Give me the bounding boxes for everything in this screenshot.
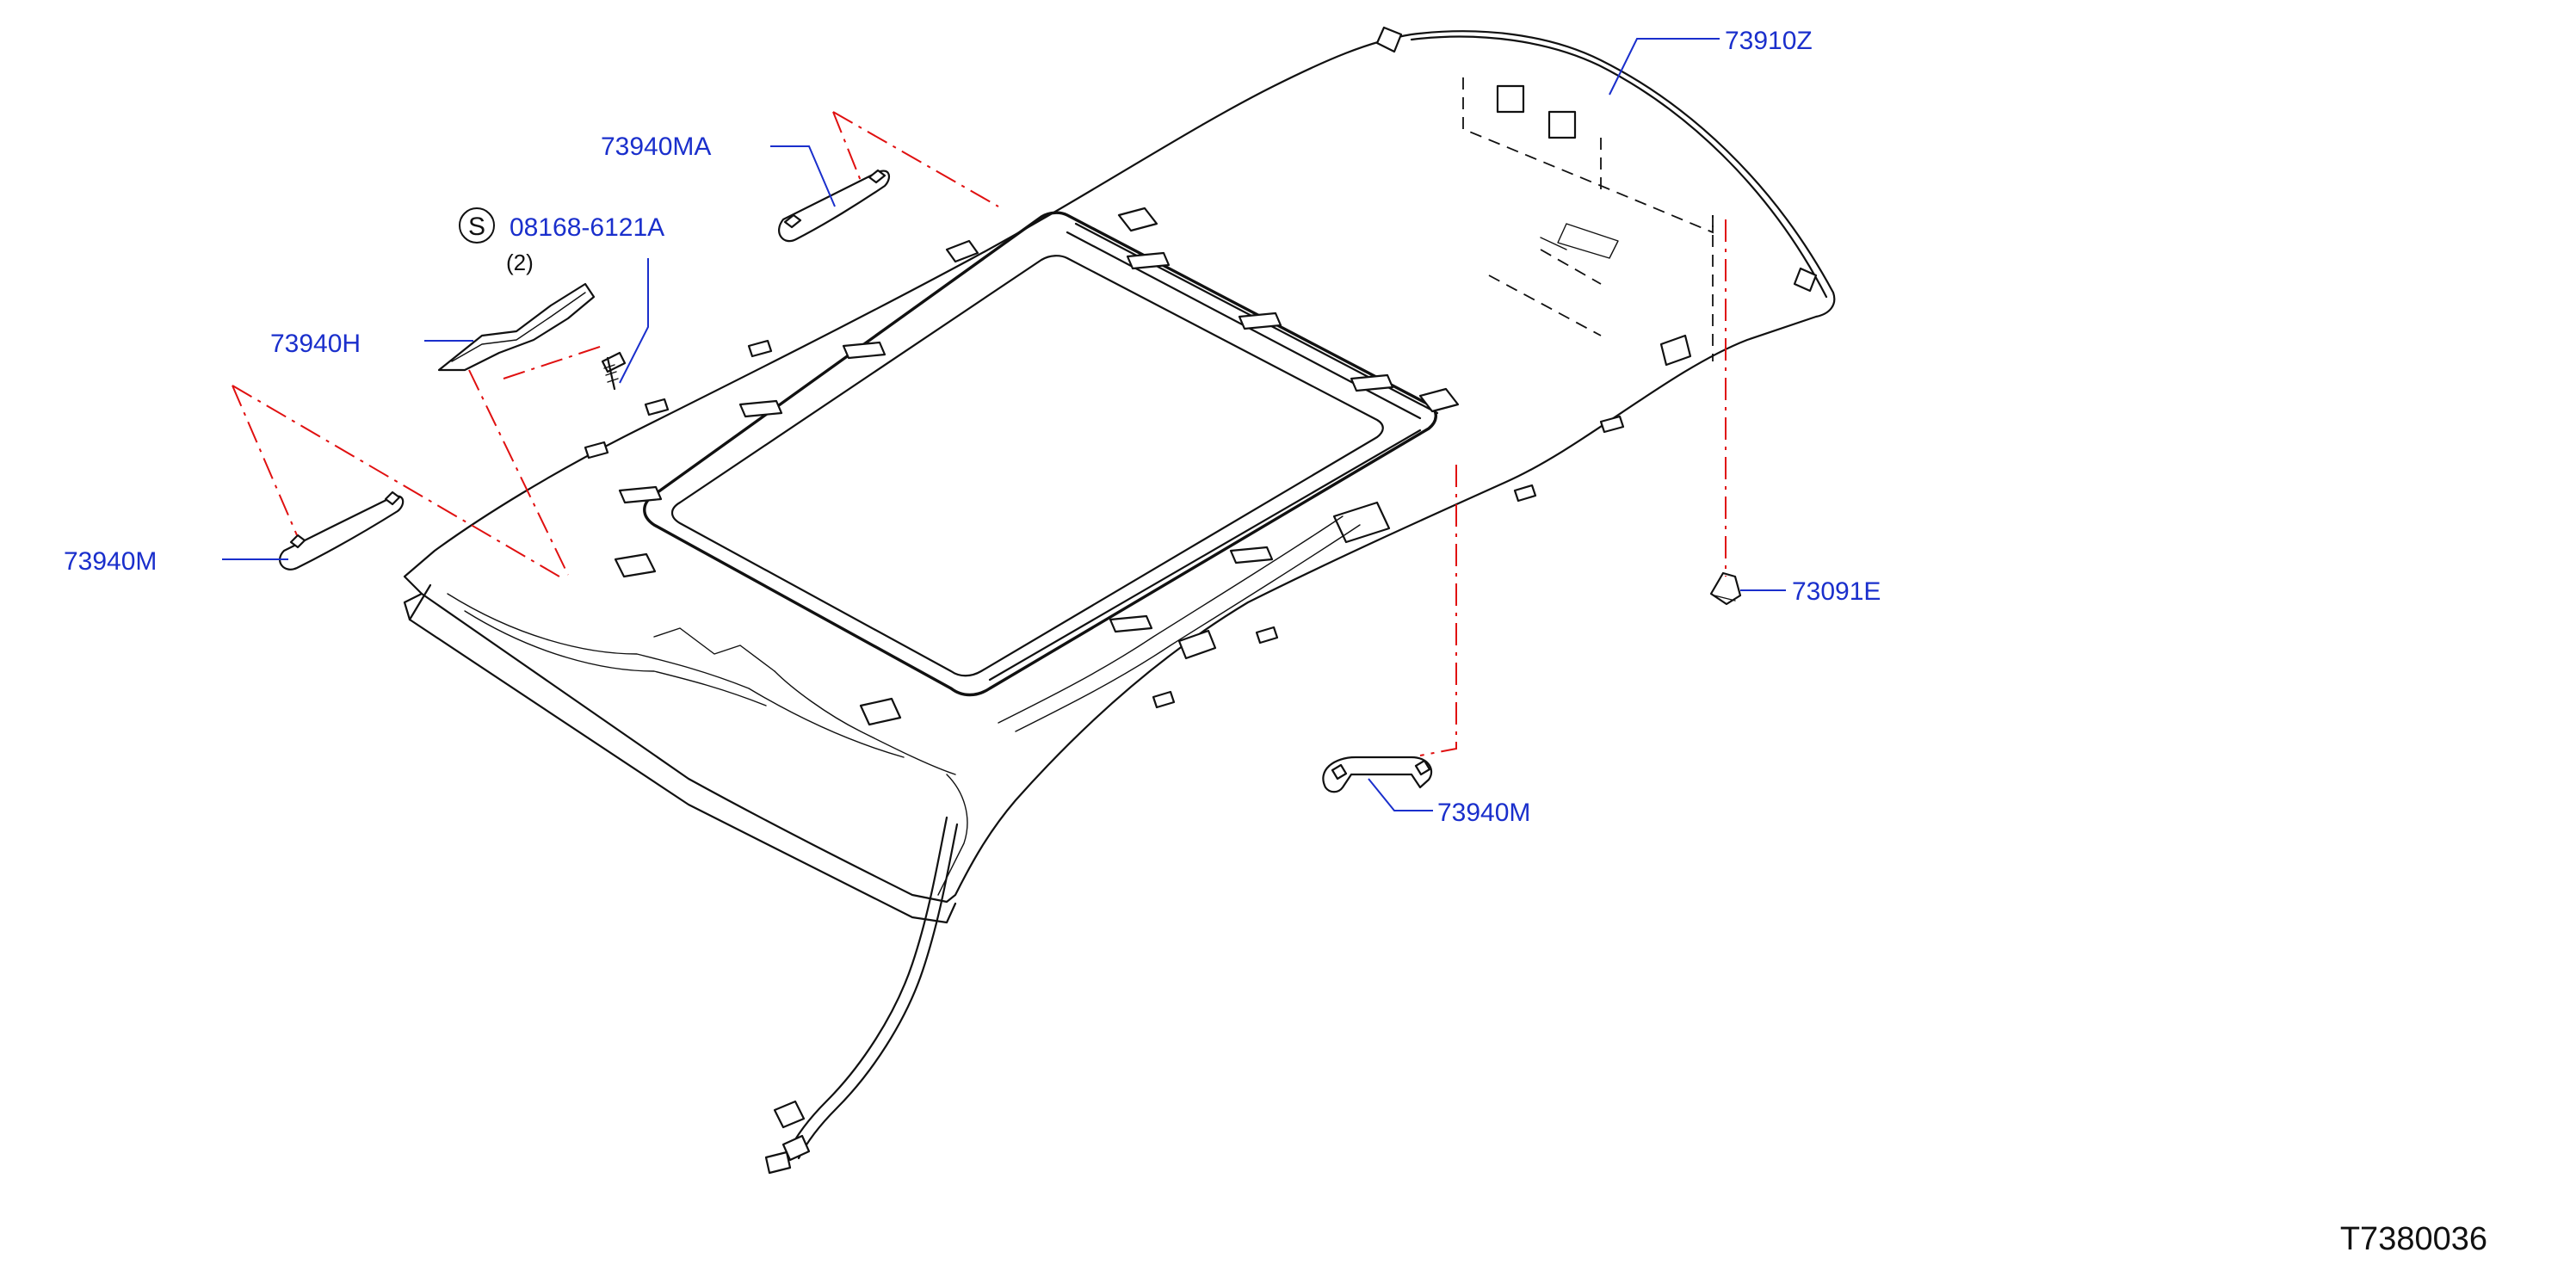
centerlines (232, 111, 1727, 756)
part-73091E-clip (1709, 571, 1742, 606)
label-73940H[interactable]: 73940H (270, 330, 361, 358)
part-73940M-left-grip (279, 490, 405, 571)
standard-part-marker: S (459, 207, 495, 244)
label-08168-6121A[interactable]: 08168-6121A (510, 213, 664, 242)
standard-part-circle-icon (459, 207, 495, 244)
label-73091E[interactable]: 73091E (1792, 577, 1881, 606)
part-labels: 73910Z 73940MA S 08168-6121A (2) 73940H … (64, 27, 2487, 1257)
standard-part-letter: S (468, 213, 485, 241)
label-73910Z[interactable]: 73910Z (1725, 27, 1813, 55)
part-73940M-rear-grip (1322, 756, 1433, 793)
leader-lines (222, 38, 1786, 811)
label-73940M-left[interactable]: 73940M (64, 547, 157, 576)
part-08168-screw (601, 351, 627, 391)
quantity-08168-6121A: (2) (506, 250, 534, 275)
label-73940M-rear[interactable]: 73940M (1437, 799, 1530, 827)
diagram-code: T7380036 (2340, 1221, 2487, 1257)
part-73940H-bracket (437, 282, 596, 372)
headliner-panel (403, 26, 1836, 1175)
label-73940MA[interactable]: 73940MA (601, 133, 711, 161)
